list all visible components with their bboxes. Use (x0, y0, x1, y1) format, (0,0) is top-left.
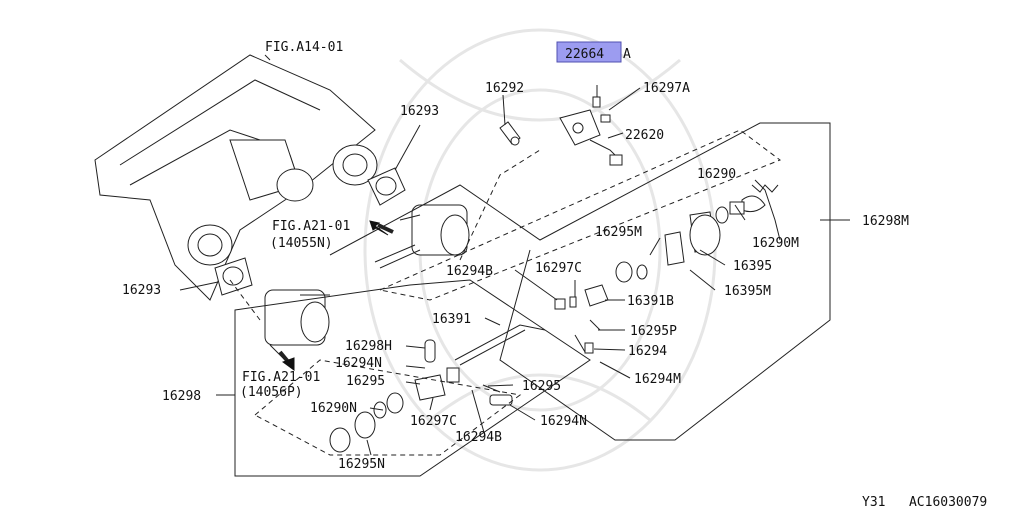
label-16295p[interactable]: 16295P (630, 324, 677, 339)
kit-16298m-frame (329, 122, 831, 441)
throttle-body-bottom (264, 289, 330, 361)
bolt-16292 (499, 121, 521, 146)
part-highlight-22664a (556, 41, 622, 63)
label-16298h[interactable]: 16298H (345, 339, 392, 354)
label-14056p[interactable]: (14056P) (240, 385, 303, 400)
label-22620[interactable]: 22620 (625, 128, 664, 143)
leader-lines (179, 54, 850, 456)
label-16391b[interactable]: 16391B (627, 294, 674, 309)
sensor-22620 (559, 96, 623, 166)
footer-code: Y31 AC16030079 (862, 495, 987, 510)
label-16395m[interactable]: 16395M (724, 284, 771, 299)
arrow-to-fig-a21-01-top (369, 220, 394, 236)
label-16294b-bottom[interactable]: 16294B (455, 430, 502, 445)
gasket-16293-top (367, 167, 406, 206)
label-22664a-part1[interactable]: 22664 (565, 47, 604, 62)
label-16391[interactable]: 16391 (432, 312, 471, 327)
label-16293-top[interactable]: 16293 (400, 104, 439, 119)
linkage-parts-bottom (329, 324, 546, 453)
label-16294[interactable]: 16294 (628, 344, 667, 359)
label-16297c-bottom[interactable]: 16297C (410, 414, 457, 429)
label-16295-right[interactable]: 16295 (522, 379, 561, 394)
label-16298[interactable]: 16298 (162, 389, 201, 404)
label-16292[interactable]: 16292 (485, 81, 524, 96)
dashed-outlines (229, 129, 782, 456)
label-fig-a14-01[interactable]: FIG.A14-01 (265, 40, 343, 55)
label-16293-left[interactable]: 16293 (122, 283, 161, 298)
label-16290n[interactable]: 16290N (310, 401, 357, 416)
label-16297c-top[interactable]: 16297C (535, 261, 582, 276)
label-16297a[interactable]: 16297A (643, 81, 690, 96)
label-22664a-part2[interactable]: A (623, 47, 631, 62)
label-16290[interactable]: 16290 (697, 167, 736, 182)
label-16395[interactable]: 16395 (733, 259, 772, 274)
arrow-to-fig-a21-01-bottom (278, 350, 295, 371)
label-16295n[interactable]: 16295N (338, 457, 385, 472)
label-fig-a21-01-bottom[interactable]: FIG.A21-01 (242, 370, 320, 385)
kit-16298-frame (234, 279, 591, 477)
label-16290m[interactable]: 16290M (752, 236, 799, 251)
label-fig-a21-01-top[interactable]: FIG.A21-01 (272, 219, 350, 234)
label-16295m[interactable]: 16295M (595, 225, 642, 240)
gasket-16293-left (214, 257, 253, 296)
label-14055n[interactable]: (14055N) (270, 236, 333, 251)
intake-manifold (94, 54, 378, 301)
label-16298m[interactable]: 16298M (862, 214, 909, 229)
label-16294n-left[interactable]: 16294N (335, 356, 382, 371)
linkage-parts-right (554, 184, 779, 354)
label-16294b-top[interactable]: 16294B (446, 264, 493, 279)
throttle-body-top (374, 204, 470, 269)
label-16294n-right[interactable]: 16294N (540, 414, 587, 429)
label-16295-left[interactable]: 16295 (346, 374, 385, 389)
label-16294m[interactable]: 16294M (634, 372, 681, 387)
